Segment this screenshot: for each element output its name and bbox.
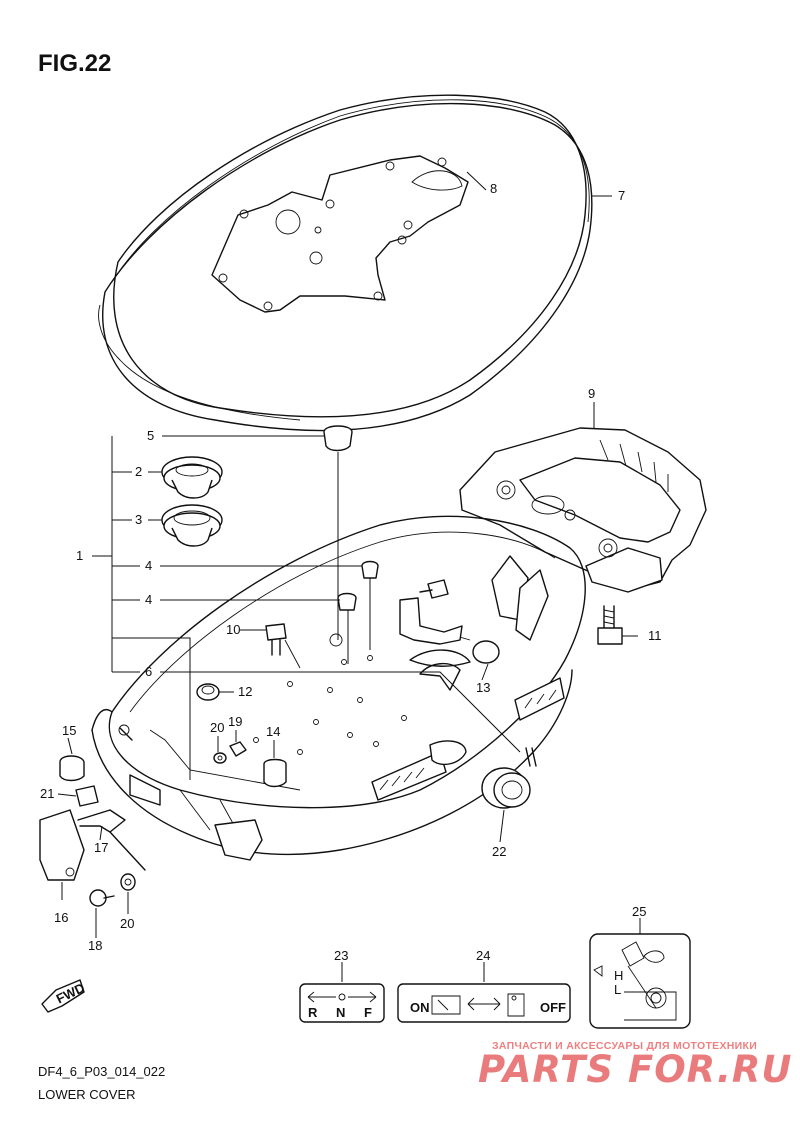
part-number-8: 8 (490, 181, 497, 196)
part-number-19: 19 (228, 714, 242, 729)
choke-decal-24[interactable]: ON OFF (397, 983, 571, 1023)
oil-h-label: H (614, 968, 623, 983)
grommet-12[interactable] (196, 683, 220, 701)
watermark-logo: PARTS FOR.RU (478, 1048, 793, 1091)
choke-on-label: ON (410, 1000, 430, 1015)
part-number-20b: 20 (120, 916, 134, 931)
cap-13[interactable] (472, 640, 500, 664)
damper-14[interactable] (263, 758, 287, 788)
plate-16[interactable] (39, 809, 85, 881)
plug-4a[interactable] (361, 560, 379, 579)
figure-caption: LOWER COVER (38, 1087, 136, 1102)
bolt-11[interactable] (597, 605, 623, 645)
plug-4b[interactable] (337, 592, 357, 611)
fwd-label: FWD (54, 980, 87, 1006)
part-number-11: 11 (648, 628, 662, 643)
washer-20a[interactable] (213, 752, 227, 764)
screw-pin[interactable] (525, 747, 537, 767)
grommet-15[interactable] (59, 755, 85, 782)
part-number-17: 17 (94, 840, 108, 855)
choke-off-label: OFF (540, 1000, 566, 1015)
carry-handle-9[interactable] (459, 427, 707, 593)
plug-5[interactable] (323, 425, 353, 452)
oil-level-decal-25[interactable]: H L (589, 933, 691, 1029)
part-number-3: 3 (135, 512, 142, 527)
grommet-22[interactable] (481, 767, 531, 809)
part-number-24: 24 (476, 948, 490, 963)
watermark-tagline: ЗАПЧАСТИ И АКСЕССУАРЫ ДЛЯ МОТОТЕХНИКИ (492, 1040, 758, 1052)
grommet-2[interactable] (161, 456, 223, 499)
part-number-14: 14 (266, 724, 280, 739)
bolt-bracket[interactable] (419, 579, 449, 599)
plate-gasket-8[interactable] (211, 155, 469, 313)
part-number-13: 13 (476, 680, 490, 695)
part-number-5: 5 (147, 428, 154, 443)
bolt-10[interactable] (265, 623, 287, 656)
part-number-21: 21 (40, 786, 54, 801)
part-number-18: 18 (88, 938, 102, 953)
part-number-15: 15 (62, 723, 76, 738)
part-number-20a: 20 (210, 720, 224, 735)
gear-shift-decal-23[interactable]: R N F (299, 983, 385, 1023)
part-number-1: 1 (76, 548, 83, 563)
part-number-25: 25 (632, 904, 646, 919)
screw-18[interactable] (89, 889, 115, 907)
part-number-10: 10 (226, 622, 240, 637)
part-number-7: 7 (618, 188, 625, 203)
grommet-3[interactable] (161, 504, 223, 547)
washer-20b[interactable] (120, 873, 136, 891)
oil-l-label: L (614, 982, 621, 997)
nut-19[interactable] (229, 741, 247, 757)
clip-21[interactable] (75, 785, 99, 807)
gear-f-label: F (364, 1005, 372, 1020)
figure-code: DF4_6_P03_014_022 (38, 1064, 166, 1079)
part-number-2: 2 (135, 464, 142, 479)
part-number-23: 23 (334, 948, 348, 963)
part-number-16: 16 (54, 910, 68, 925)
lower-cover-body[interactable] (91, 515, 586, 861)
part-number-4b: 4 (145, 592, 152, 607)
part-number-6: 6 (145, 664, 152, 679)
figure-title: FIG.22 (38, 50, 112, 77)
fwd-arrow-icon: FWD (41, 979, 87, 1013)
lever-17[interactable] (77, 809, 146, 871)
leader-lines (57, 171, 641, 982)
gear-r-label: R (308, 1005, 318, 1020)
part-numbers: 1 2 3 4 4 5 6 7 8 9 10 11 12 13 14 15 16… (40, 181, 662, 963)
part-number-4a: 4 (145, 558, 152, 573)
part-number-12: 12 (238, 684, 252, 699)
part-number-9: 9 (588, 386, 595, 401)
seal-gasket-7[interactable] (98, 94, 593, 432)
gear-n-label: N (336, 1005, 345, 1020)
part-number-22: 22 (492, 844, 506, 859)
